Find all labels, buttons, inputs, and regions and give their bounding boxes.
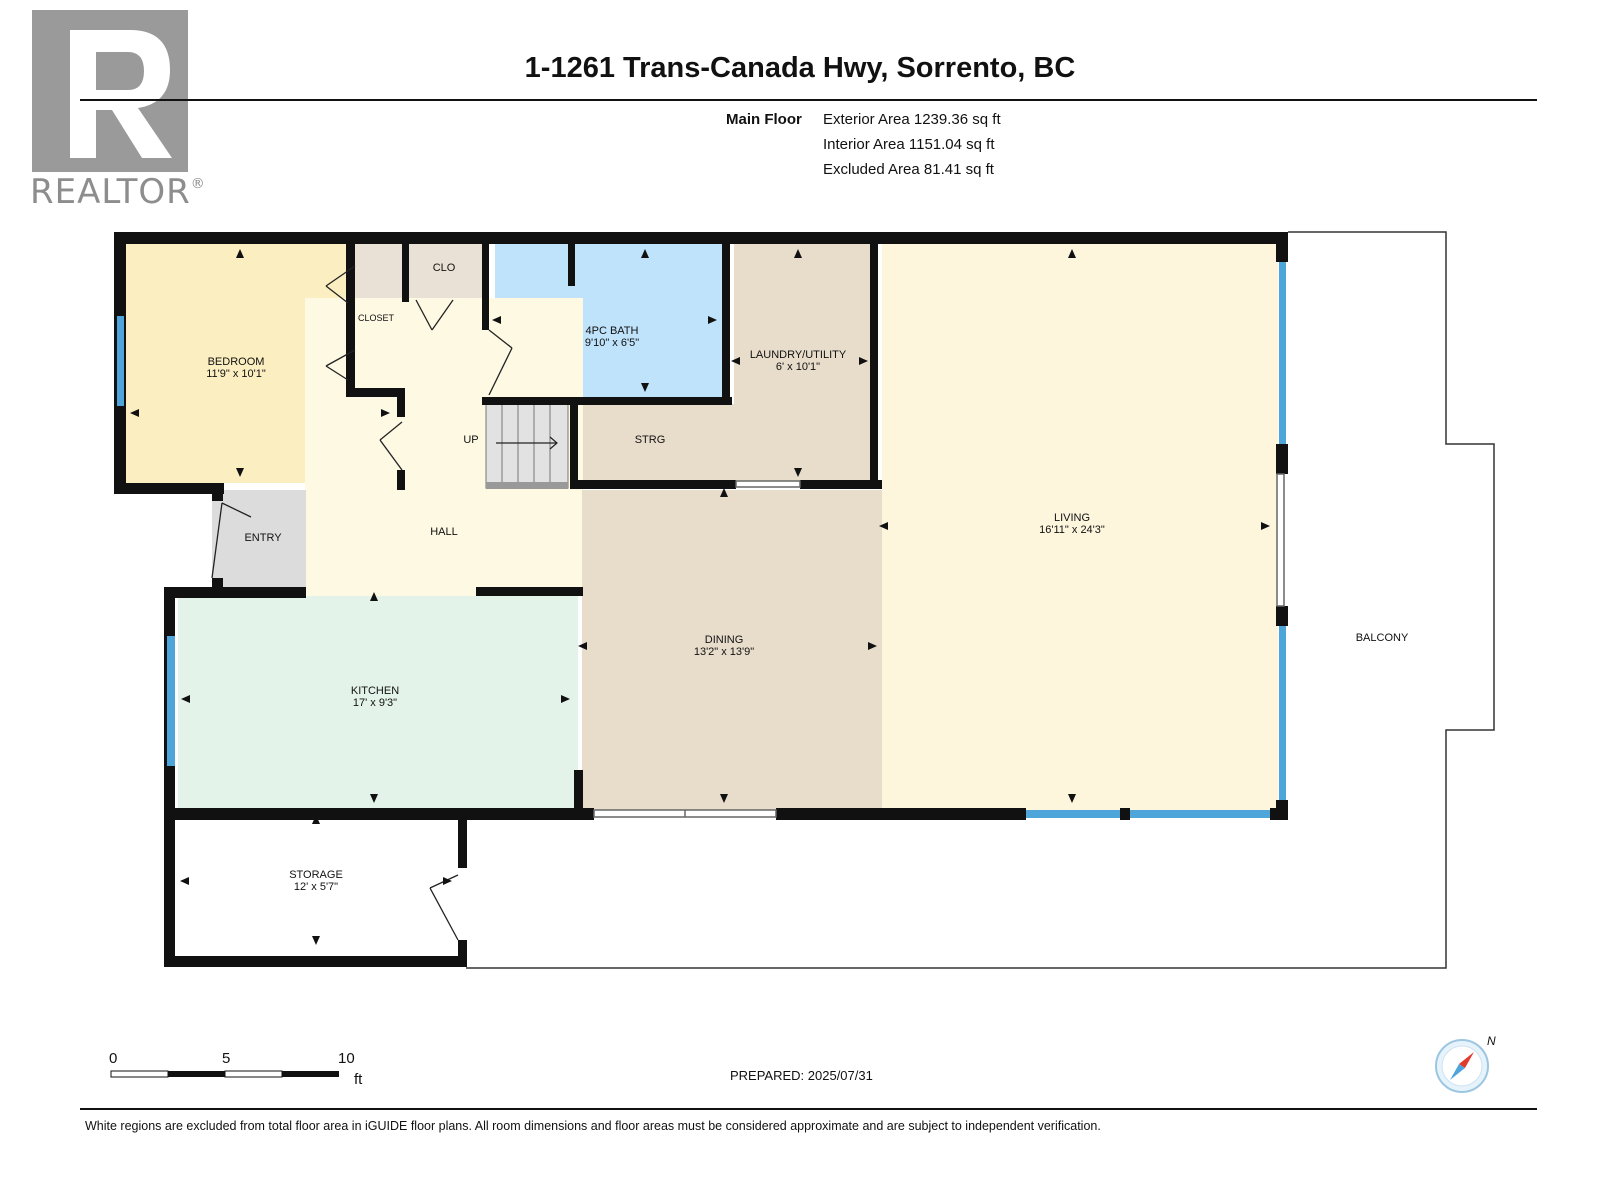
living-name: LIVING: [1054, 512, 1090, 524]
bedroom-name: BEDROOM: [208, 356, 265, 368]
header-divider: [80, 99, 1537, 101]
walls: [114, 232, 1288, 967]
dining-area: [582, 490, 882, 810]
hall-area-upper: [408, 298, 488, 488]
laundry-name: LAUNDRY/UTILITY: [750, 349, 847, 361]
kitchen-area: [178, 596, 578, 810]
page-title: 1-1261 Trans-Canada Hwy, Sorrento, BC: [524, 52, 1076, 84]
clo-name: CLO: [433, 262, 456, 274]
doors: [211, 265, 513, 941]
dining-name: DINING: [705, 634, 744, 646]
compass-north-label: N: [1487, 1034, 1496, 1048]
prepared-date: PREPARED: 2025/07/31: [730, 1068, 873, 1083]
entry-name: ENTRY: [244, 532, 282, 544]
scale-bar: 0 5 10 ft: [109, 1050, 363, 1088]
interior-area: Interior Area 1151.04 sq ft: [823, 136, 995, 153]
exterior-area: Exterior Area 1239.36 sq ft: [823, 111, 1001, 128]
compass-icon: N: [1435, 1034, 1496, 1093]
scale-unit: ft: [354, 1071, 363, 1088]
up-label: UP: [463, 434, 478, 446]
scale-label-10: 10: [338, 1050, 355, 1067]
disclaimer: White regions are excluded from total fl…: [85, 1119, 1101, 1133]
bath-dims: 9'10" x 6'5": [585, 337, 639, 349]
dining-dims: 13'2" x 13'9": [694, 646, 754, 658]
closet-name: CLOSET: [358, 313, 395, 323]
strg-name: STRG: [635, 434, 666, 446]
balcony-name: BALCONY: [1356, 632, 1409, 644]
bedroom-dims: 11'9" x 10'1": [206, 368, 266, 380]
living-area: [882, 243, 1278, 810]
balcony-outline: [466, 231, 1495, 969]
floor-label: Main Floor: [726, 111, 802, 128]
strg-area: [577, 404, 737, 483]
windows: [117, 262, 1286, 818]
kitchen-name: KITCHEN: [351, 685, 399, 697]
clo-area: [408, 243, 489, 298]
floor-plan: BEDROOM 11'9" x 10'1" CLOSET CLO 4PC BAT…: [114, 231, 1495, 969]
dimension-arrows: [130, 249, 1270, 945]
storage-dims: 12' x 5'7": [294, 881, 338, 893]
sliding-doors: [593, 473, 1285, 818]
excluded-area: Excluded Area 81.41 sq ft: [823, 161, 994, 178]
scale-label-5: 5: [222, 1050, 230, 1067]
laundry-dims: 6' x 10'1": [776, 361, 820, 373]
storage-name: STORAGE: [289, 869, 343, 881]
living-dims: 16'11" x 24'3": [1039, 524, 1105, 536]
bath-name: 4PC BATH: [586, 325, 639, 337]
realtor-logo-text: REALTOR®: [30, 172, 206, 212]
scale-label-0: 0: [109, 1050, 117, 1067]
hall-name: HALL: [430, 526, 458, 538]
footer-divider: [80, 1108, 1537, 1110]
laundry-area: [734, 243, 873, 483]
entry-area: [212, 490, 306, 596]
kitchen-dims: 17' x 9'3": [353, 697, 397, 709]
realtor-logo: [32, 10, 188, 172]
stairs: [485, 403, 569, 489]
